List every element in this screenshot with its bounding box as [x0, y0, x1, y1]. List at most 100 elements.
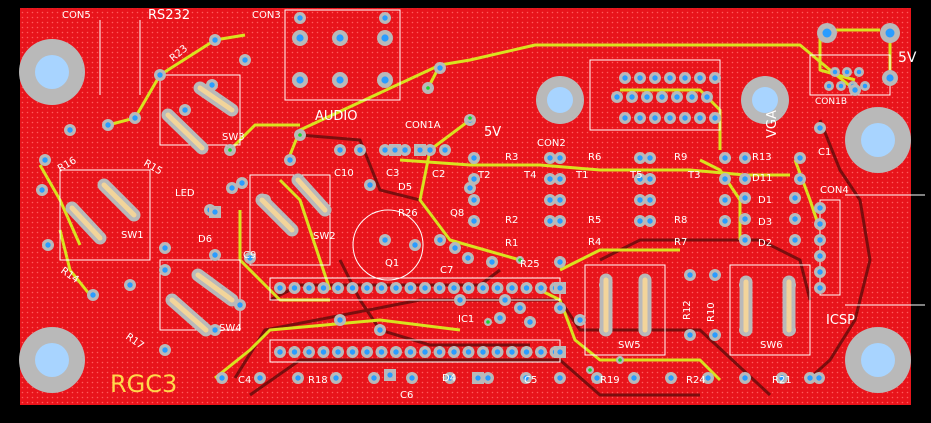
- label-t3: T3: [687, 170, 700, 181]
- label-r19: R19: [600, 375, 620, 386]
- drill-hole: [239, 180, 245, 186]
- drill-hole: [212, 327, 218, 333]
- label-rgc3: RGC3: [110, 370, 177, 398]
- drill-hole: [667, 115, 673, 121]
- label-r1: R1: [505, 238, 518, 249]
- drill-hole: [637, 197, 643, 203]
- drill-hole: [336, 76, 344, 84]
- drill-hole: [712, 75, 718, 81]
- drill-hole: [637, 75, 643, 81]
- drill-hole: [742, 176, 748, 182]
- label-r5: R5: [588, 215, 601, 226]
- drill-hole: [668, 375, 674, 381]
- drill-hole: [427, 147, 433, 153]
- label-c2: C2: [432, 169, 445, 180]
- drill-hole: [162, 267, 168, 273]
- drill-hole: [407, 349, 414, 355]
- label-c6: C6: [400, 390, 413, 401]
- switch-slot-inner: [295, 177, 328, 213]
- drill-hole: [527, 319, 533, 325]
- drill-hole: [357, 147, 363, 153]
- drill-hole: [378, 349, 385, 355]
- drill-hole: [387, 372, 393, 378]
- drill-hole: [90, 292, 96, 298]
- label-rs232: RS232: [148, 8, 190, 23]
- drill-hole: [382, 15, 388, 21]
- drill-hole: [306, 285, 312, 291]
- drill-hole: [209, 82, 215, 88]
- drill-hole: [471, 218, 477, 224]
- label-r3: R3: [505, 152, 518, 163]
- drill-hole: [45, 242, 51, 248]
- drill-hole: [296, 76, 304, 84]
- drill-hole: [320, 285, 327, 291]
- drill-hole: [816, 375, 822, 381]
- drill-hole: [412, 242, 418, 248]
- drill-hole: [105, 122, 111, 128]
- copper-pour: [20, 8, 911, 405]
- drill-hole: [467, 185, 473, 191]
- drill-hole: [471, 197, 477, 203]
- drill-hole: [364, 349, 370, 355]
- label-con4: CON4: [820, 185, 849, 196]
- drill-hole: [291, 285, 298, 291]
- label-c1: C1: [818, 147, 831, 158]
- drill-hole: [885, 28, 895, 38]
- drill-hole: [298, 133, 302, 137]
- drill-hole: [557, 375, 563, 381]
- label-t1: T1: [575, 170, 588, 181]
- drill-hole: [291, 349, 298, 355]
- label-sw3: SW3: [222, 132, 245, 143]
- label-t2: T2: [477, 170, 490, 181]
- label-con3: CON3: [252, 10, 281, 21]
- drill-hole: [447, 375, 453, 381]
- drill-hole: [557, 305, 563, 311]
- drill-hole: [687, 272, 693, 278]
- drill-hole: [465, 349, 472, 355]
- label-d1: D1: [758, 195, 772, 206]
- mount-hole: [861, 123, 895, 157]
- label-ic1: IC1: [458, 314, 474, 325]
- drill-hole: [157, 72, 163, 78]
- drill-hole: [817, 205, 823, 211]
- label-icsp: ICSP: [826, 313, 855, 328]
- drill-hole: [647, 218, 653, 224]
- drill-hole: [132, 115, 138, 121]
- drill-hole: [797, 155, 803, 161]
- label-r24: R24: [686, 375, 706, 386]
- drill-hole: [295, 375, 301, 381]
- label-r21: R21: [772, 375, 792, 386]
- drill-hole: [652, 115, 658, 121]
- drill-hole: [442, 147, 448, 153]
- drill-hole: [682, 75, 688, 81]
- drill-hole: [647, 176, 653, 182]
- drill-hole: [381, 76, 389, 84]
- drill-hole: [162, 347, 168, 353]
- silkscreen-labels: CON5 RS232 CON3 AUDIO CON1A CON2 5V 5V V…: [56, 8, 917, 401]
- drill-hole: [547, 197, 553, 203]
- label-d2: D2: [758, 238, 772, 249]
- drill-hole: [517, 305, 523, 311]
- label-d5: D5: [398, 182, 412, 193]
- drill-hole: [242, 57, 248, 63]
- drill-hole: [577, 317, 583, 323]
- drill-hole: [371, 375, 377, 381]
- drill-hole: [475, 375, 481, 381]
- label-d6: D6: [198, 234, 212, 245]
- drill-hole: [557, 349, 563, 355]
- drill-hole: [378, 285, 385, 291]
- drill-hole: [407, 285, 414, 291]
- drill-hole: [468, 116, 472, 120]
- drill-hole: [247, 255, 253, 261]
- drill-hole: [704, 94, 710, 100]
- label-con1b: CON1B: [815, 97, 847, 107]
- drill-hole: [722, 218, 728, 224]
- drill-hole: [697, 115, 703, 121]
- drill-hole: [485, 375, 491, 381]
- pads: [36, 12, 900, 384]
- drill-hole: [212, 209, 218, 215]
- drill-hole: [792, 216, 798, 222]
- label-c10: C10: [334, 168, 354, 179]
- drill-hole: [182, 107, 188, 113]
- drill-hole: [682, 115, 688, 121]
